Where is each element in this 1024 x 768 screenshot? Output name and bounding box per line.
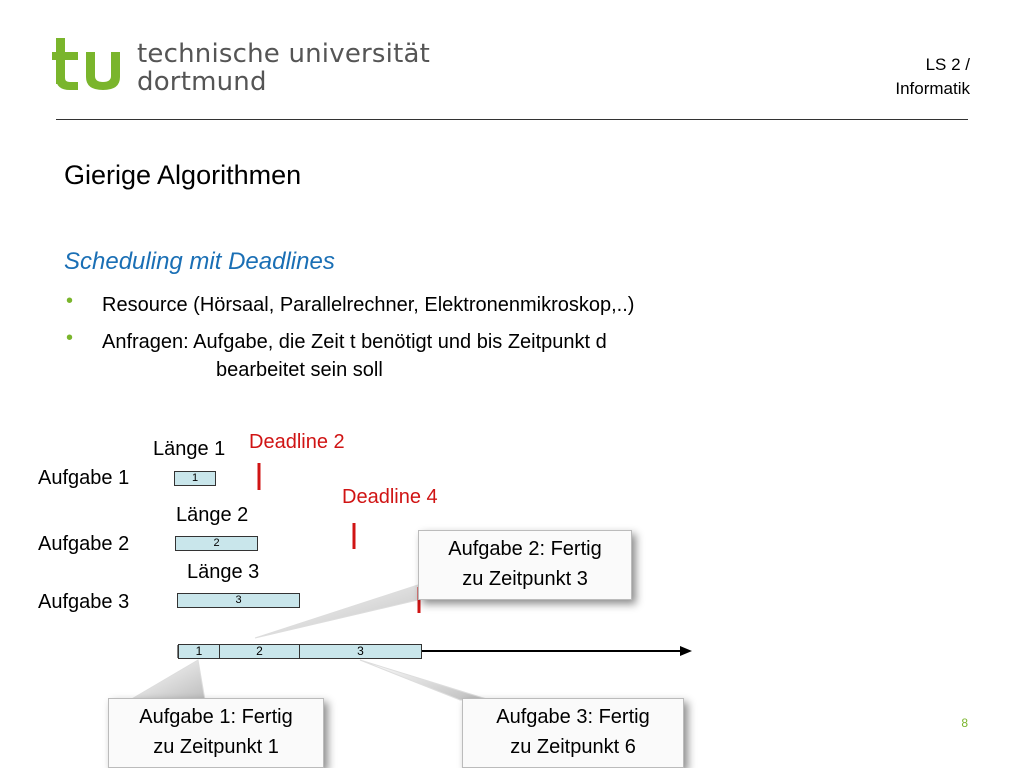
callout-task2-line2: zu Zeitpunkt 3 [462,568,588,590]
university-name-line1: technische universität [137,39,430,69]
callout-task3-line1: Aufgabe 3: Fertig [496,706,650,728]
task3-bar: 3 [177,593,300,608]
chair-label: LS 2 / Informatik [895,53,970,101]
callout-task1: Aufgabe 1: Fertig zu Zeitpunkt 1 [108,698,324,768]
task3-length-label: Länge 3 [187,561,260,583]
callout-task3-line2: zu Zeitpunkt 6 [510,736,636,758]
task3-name: Aufgabe 3 [38,591,130,613]
chair-line2: Informatik [895,79,970,98]
bullet-item-requests-continuation: bearbeitet sein soll [216,359,383,381]
task1-bar: 1 [174,471,216,486]
university-name-line2: dortmund [137,67,267,97]
tu-logo [52,38,120,90]
bullet-item-resource: Resource (Hörsaal, Parallelrechner, Elek… [102,294,635,316]
task1-length-label: Länge 1 [153,438,226,460]
callout-task1-line1: Aufgabe 1: Fertig [139,706,293,728]
header-divider [56,119,968,120]
chair-line1: LS 2 / [925,55,970,74]
callout-task3-pointer [359,659,491,701]
callout-task1-line2: zu Zeitpunkt 1 [153,736,279,758]
deadline-2-label: Deadline 2 [249,431,345,453]
bullet-marker: • [66,327,74,349]
task2-bar: 2 [175,536,258,551]
schedule-segment-2: 2 [220,645,300,658]
slide-title: Gierige Algorithmen [64,160,302,190]
task2-name: Aufgabe 2 [38,533,130,555]
task2-length-label: Länge 2 [176,504,249,526]
callout-task3: Aufgabe 3: Fertig zu Zeitpunkt 6 [462,698,684,768]
bullet-item-requests: Anfragen: Aufgabe, die Zeit t benötigt u… [102,331,607,353]
deadline-4-label: Deadline 4 [342,486,438,508]
schedule-segment-3: 3 [357,644,364,658]
task1-name: Aufgabe 1 [38,467,130,489]
schedule-segment-1: 1 [179,645,220,658]
page-number: 8 [961,716,968,730]
schedule-timeline: 1 2 3 [178,644,422,659]
bullet-marker: • [66,290,74,312]
slide-subtitle: Scheduling mit Deadlines [64,248,335,275]
callout-task2-line1: Aufgabe 2: Fertig [448,538,602,560]
callout-task1-pointer [128,659,206,701]
callout-task2: Aufgabe 2: Fertig zu Zeitpunkt 3 [418,530,632,600]
timeline-arrowhead [680,646,692,656]
